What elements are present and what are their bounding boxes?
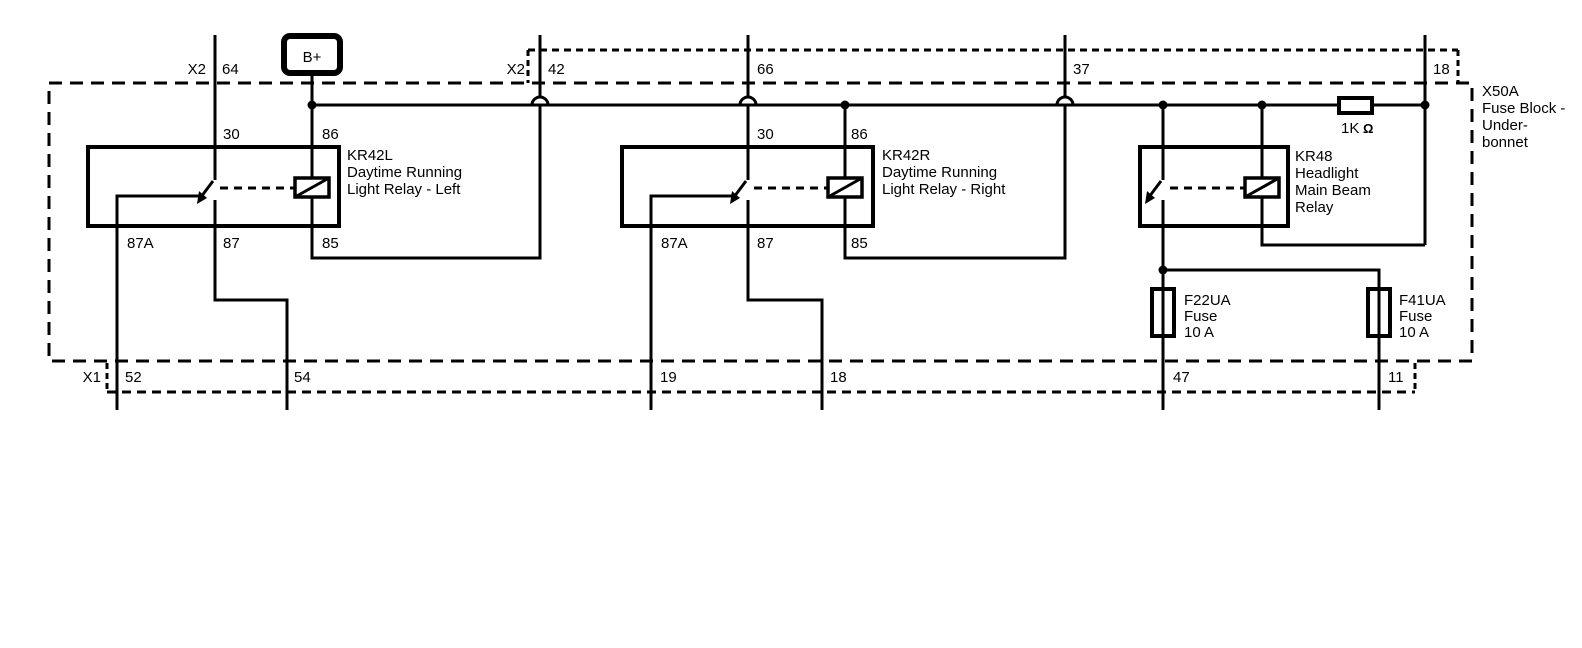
kr42r-pin-86: 86 — [851, 126, 868, 143]
x2-left-pin-64: 64 — [222, 61, 239, 78]
x1-pin-52: 52 — [125, 369, 142, 386]
wire-kr42l-87a-to-x1-52 — [115, 194, 203, 410]
kr42l-switch-blade — [199, 180, 215, 198]
f41ua-type: Fuse — [1399, 308, 1432, 325]
connector-labels: X2 64 X2 42 66 37 18 X1 52 54 19 18 47 1… — [83, 61, 1450, 386]
x2-top-name: X2 — [507, 61, 525, 78]
x1-pin-11: 11 — [1388, 369, 1404, 386]
fuse-block-id: X50A — [1482, 83, 1519, 100]
f41ua-rating: 10 A — [1399, 324, 1429, 341]
x2-left-name: X2 — [188, 61, 206, 78]
kr42r-pin-85: 85 — [851, 235, 868, 252]
wire-branch-to-f41ua-x1-11 — [1163, 268, 1381, 410]
kr42r-desc-1: Daytime Running — [882, 164, 997, 181]
resistor-value: 1K — [1341, 120, 1359, 137]
kr42l-desc-1: Daytime Running — [347, 164, 462, 181]
x1-pin-47: 47 — [1173, 369, 1190, 386]
kr42r-coil-diagonal — [827, 176, 863, 199]
junction-fuse-branch — [1158, 265, 1168, 275]
junction-kr42r-86 — [840, 100, 850, 110]
kr42r-desc-2: Light Relay - Right — [882, 181, 1006, 198]
kr48-desc-1: Headlight — [1295, 165, 1359, 182]
x2-top-pin-66: 66 — [757, 61, 774, 78]
wire-kr42r-87-to-x1-18 — [746, 200, 824, 410]
fuse-block-name-2: Under- — [1482, 117, 1528, 134]
junction-bplus-bus — [307, 100, 317, 110]
kr42l-pin-85: 85 — [322, 235, 339, 252]
x1-pin-19: 19 — [660, 369, 677, 386]
fuse-block-outline — [47, 81, 1474, 363]
junction-dots — [307, 100, 1430, 275]
kr48-switch-arrow-icon — [1145, 191, 1155, 204]
f22ua-id: F22UA — [1184, 292, 1231, 309]
fuse-block-border — [47, 81, 1474, 363]
x1-pin-54: 54 — [294, 369, 311, 386]
wire-hop-x2-42 — [530, 95, 550, 106]
f22ua-fuse-icon — [1150, 287, 1176, 338]
relay-kr42l: 30 86 87A 87 85 KR42L Daytime Running Li… — [86, 126, 462, 252]
wire-hop-x2-37 — [1055, 95, 1075, 106]
x1-pin-18: 18 — [830, 369, 847, 386]
kr42r-pin-87a: 87A — [661, 235, 688, 252]
x2-top-pin-18: 18 — [1433, 61, 1450, 78]
junction-kr48-coil — [1257, 100, 1267, 110]
f22ua-type: Fuse — [1184, 308, 1217, 325]
x2-top-pin-42: 42 — [548, 61, 565, 78]
fuse-f22ua: F22UA Fuse 10 A — [1150, 287, 1231, 341]
f41ua-fuse-icon — [1366, 287, 1392, 338]
junction-kr48-30 — [1158, 100, 1168, 110]
resistor-icon — [1337, 96, 1374, 115]
wire-hop-x2-66 — [738, 95, 758, 106]
bplus-label: B+ — [303, 49, 322, 66]
x1-name: X1 — [83, 369, 101, 386]
wire-kr42l-87-to-x1-54 — [213, 200, 289, 410]
fuse-f41ua: F41UA Fuse 10 A — [1366, 287, 1446, 341]
kr42l-pin-30: 30 — [223, 126, 240, 143]
connector-x2-top-strip — [526, 48, 1460, 83]
kr42r-pin-87: 87 — [757, 235, 774, 252]
kr42l-id: KR42L — [347, 147, 393, 164]
kr42l-pin-86: 86 — [322, 126, 339, 143]
kr48-desc-2: Main Beam — [1295, 182, 1371, 199]
kr42l-desc-2: Light Relay - Left — [347, 181, 461, 198]
kr42l-pin-87a: 87A — [127, 235, 154, 252]
f22ua-rating: 10 A — [1184, 324, 1214, 341]
resistor-unit-omega: Ω — [1363, 121, 1373, 136]
bplus-box — [281, 33, 343, 76]
fuse-block-name-1: Fuse Block - — [1482, 100, 1565, 117]
wires — [115, 35, 1427, 410]
power-supply-symbol: B+ — [281, 33, 343, 76]
kr42r-pin-30: 30 — [757, 126, 774, 143]
kr42l-pin-87: 87 — [223, 235, 240, 252]
kr48-desc-3: Relay — [1295, 199, 1334, 216]
kr42r-box — [620, 145, 875, 228]
kr48-id: KR48 — [1295, 148, 1333, 165]
wire-kr42r-87a-to-x1-19 — [649, 194, 737, 410]
fuse-block-label: X50A Fuse Block - Under- bonnet — [1482, 83, 1565, 151]
fuse-block-name-3: bonnet — [1482, 134, 1529, 151]
f41ua-id: F41UA — [1399, 292, 1446, 309]
wire-kr48-coil-return — [1260, 197, 1425, 247]
kr48-switch-blade — [1147, 180, 1163, 198]
kr42r-switch-arrow-icon — [730, 191, 740, 204]
kr48-box — [1138, 145, 1290, 228]
x2-top-pin-37: 37 — [1073, 61, 1090, 78]
connector-x1-strip — [105, 363, 1417, 394]
resistor-1k: 1K Ω — [1337, 96, 1374, 137]
junction-resistor-x2-18 — [1420, 100, 1430, 110]
kr42l-box — [86, 145, 341, 228]
relay-kr48: KR48 Headlight Main Beam Relay — [1138, 145, 1371, 228]
kr42r-id: KR42R — [882, 147, 931, 164]
kr42l-coil-diagonal — [294, 176, 330, 199]
kr42l-switch-arrow-icon — [197, 191, 207, 204]
relay-kr42r: 30 86 87A 87 85 KR42R Daytime Running Li… — [620, 126, 1006, 252]
kr42r-switch-blade — [732, 180, 748, 198]
kr48-coil-diagonal — [1244, 176, 1280, 199]
